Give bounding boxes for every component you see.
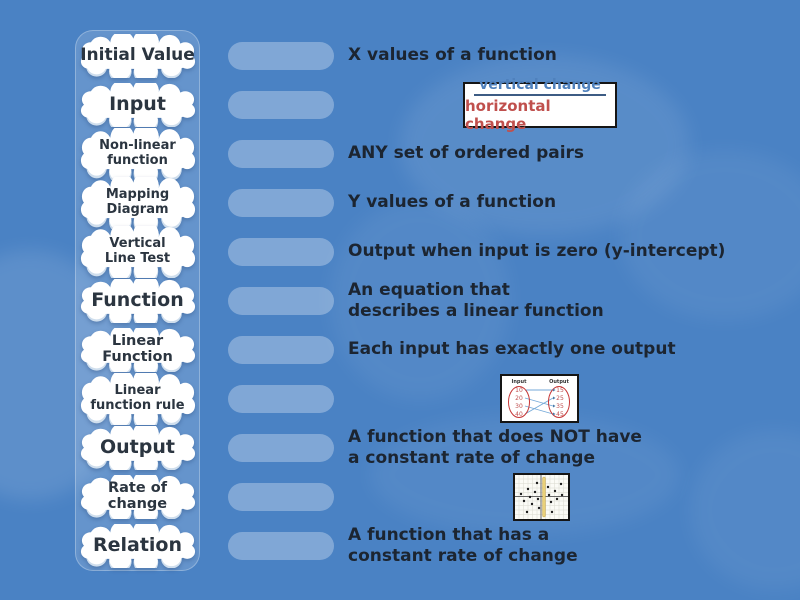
cloud-icon [80, 425, 195, 470]
answer-slots-column [228, 31, 336, 570]
term-label: Output [100, 436, 175, 459]
svg-text:Input: Input [512, 379, 528, 385]
term-label: Rate of change [107, 479, 168, 512]
answer-slot-9[interactable] [228, 433, 334, 462]
cloud-icon [80, 278, 195, 323]
answer-slot-4[interactable] [228, 188, 334, 217]
answer-slot-5[interactable] [228, 237, 334, 266]
answer-slot-2[interactable] [228, 90, 334, 119]
term-label: Function [91, 289, 184, 312]
answer-slot-3[interactable] [228, 139, 334, 168]
term-tile-rate-of-change[interactable]: Rate of change [77, 474, 199, 519]
scatter-graph-svg [515, 474, 568, 519]
svg-text:30: 30 [515, 403, 523, 410]
cloud-icon [80, 523, 195, 568]
answer-slot-7[interactable] [228, 335, 334, 364]
definition-ordered-pairs: ANY set of ordered pairs [348, 143, 585, 163]
term-tile-relation[interactable]: Relation [77, 523, 199, 568]
definition-one-output: Each input has exactly one output [348, 339, 676, 359]
svg-text:25: 25 [556, 395, 564, 402]
svg-text:10: 10 [515, 387, 523, 394]
term-tile-function[interactable]: Function [77, 278, 199, 323]
definition-x-values: X values of a function [348, 45, 557, 65]
answer-slot-6[interactable] [228, 286, 334, 315]
term-tile-initial-value[interactable]: Initial Value [77, 33, 199, 78]
mapping-diagram-svg: Input Output 10 20 30 40 15 25 35 45 [508, 379, 570, 418]
definitions-column: X values of a function vertical change h… [348, 31, 796, 570]
vertical-line-test-graph-image [513, 472, 570, 521]
term-label: Initial Value [80, 45, 195, 66]
cloud-icon [80, 33, 195, 78]
cloud-icon [80, 372, 195, 425]
term-tile-output[interactable]: Output [77, 425, 199, 470]
term-label: Relation [92, 534, 183, 557]
svg-text:45: 45 [556, 411, 564, 418]
definition-y-intercept: Output when input is zero (y-intercept) [348, 241, 726, 261]
cloud-icon [80, 327, 195, 372]
cloud-icon [80, 176, 195, 229]
fraction-denominator: horizontal change [465, 96, 551, 133]
answer-slot-10[interactable] [228, 482, 334, 511]
cloud-icon [80, 127, 195, 180]
answer-slot-1[interactable] [228, 41, 334, 70]
svg-text:20: 20 [515, 395, 523, 402]
cloud-icon [80, 225, 195, 278]
svg-text:Output: Output [549, 379, 569, 385]
fraction-numerator: vertical change [474, 77, 606, 96]
term-tile-input[interactable]: Input [77, 82, 199, 127]
cloud-icon [80, 82, 195, 127]
answer-slot-11[interactable] [228, 531, 334, 560]
term-label: Input [109, 93, 166, 116]
svg-text:35: 35 [556, 403, 564, 410]
definition-y-values: Y values of a function [348, 192, 557, 212]
svg-text:40: 40 [515, 411, 523, 418]
term-label: Linear Function [102, 332, 173, 365]
cloud-icon [80, 474, 195, 519]
answer-slot-8[interactable] [228, 384, 334, 413]
mapping-diagram-image: Input Output 10 20 30 40 15 25 35 45 [500, 374, 579, 423]
svg-text:15: 15 [556, 387, 564, 394]
term-tile-linear-function[interactable]: Linear Function [77, 327, 199, 372]
slope-fraction-image: vertical change horizontal change [463, 77, 617, 133]
